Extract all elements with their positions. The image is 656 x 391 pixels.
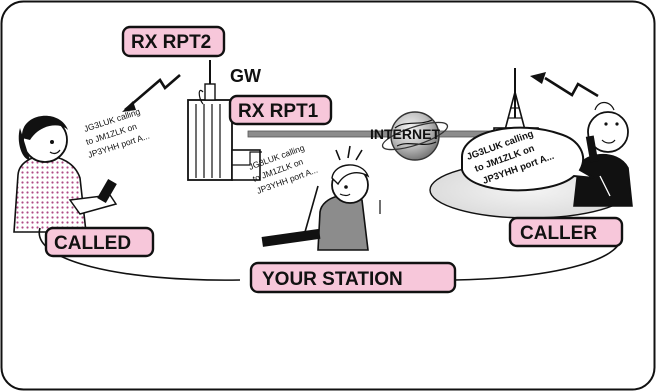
rx-rpt2-label: RX RPT2 <box>131 32 211 53</box>
your-station-label: YOUR STATION <box>262 269 403 290</box>
caller-label: CALLER <box>520 223 597 244</box>
rx-rpt1-label: RX RPT1 <box>238 101 319 122</box>
called-label: CALLED <box>54 233 131 254</box>
internet-label: INTERNET <box>370 126 440 142</box>
gw-label: GW <box>230 66 261 86</box>
